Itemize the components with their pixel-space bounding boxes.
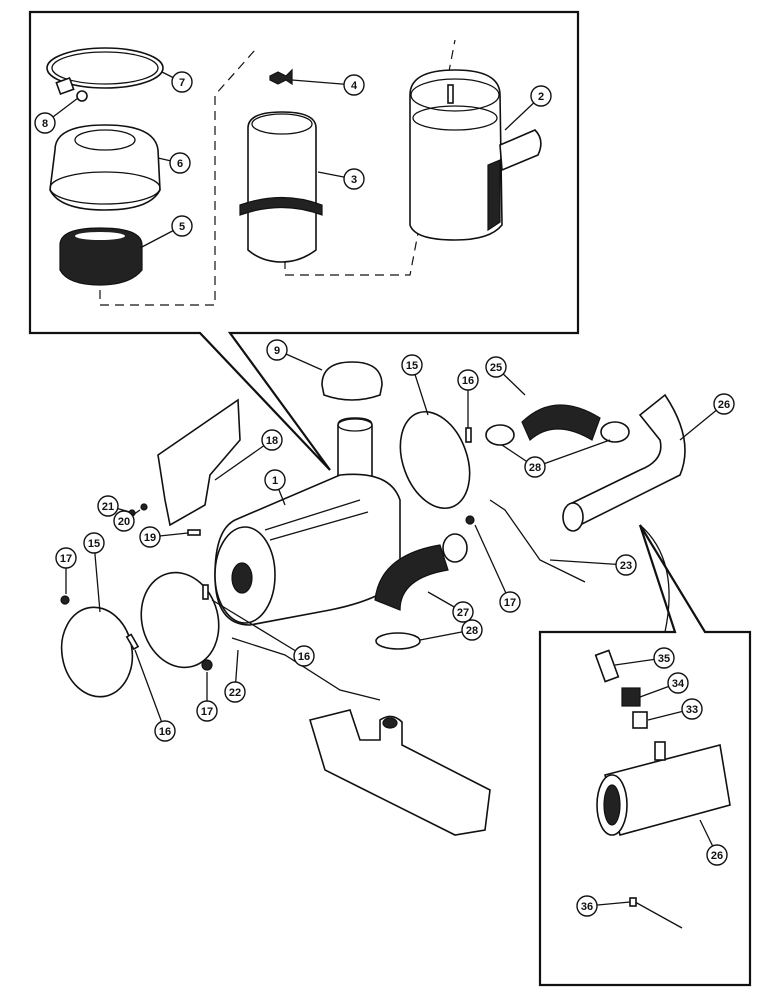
callout-label-16: 16 xyxy=(462,375,474,387)
callout-label-15: 15 xyxy=(406,360,418,372)
callout-label-17: 17 xyxy=(201,706,213,718)
callout-circle-34 xyxy=(667,672,689,694)
air-cleaner-icon xyxy=(214,417,401,626)
tube-icon xyxy=(562,393,686,532)
callout-circle-5 xyxy=(171,215,193,237)
callout-circle-16 xyxy=(154,720,176,742)
callout-circle-19 xyxy=(139,526,161,548)
callout-circle-16 xyxy=(457,369,479,391)
callout-label-23: 23 xyxy=(620,560,632,572)
callout-circle-21 xyxy=(97,495,119,517)
manifold-icon xyxy=(308,709,491,836)
callout-circle-22 xyxy=(224,681,246,703)
callout-circle-6 xyxy=(169,152,191,174)
callout-circle-15 xyxy=(401,354,423,376)
callout-circle-4 xyxy=(343,74,365,96)
callout-label-25: 25 xyxy=(490,362,502,374)
callout-circle-33 xyxy=(681,698,703,720)
callout-label-1: 1 xyxy=(272,475,278,487)
callout-label-22: 22 xyxy=(229,687,241,699)
callout-circle-17 xyxy=(55,547,77,569)
callout-label-4: 4 xyxy=(351,80,358,92)
band-icon xyxy=(60,410,471,698)
callout-label-8: 8 xyxy=(42,118,48,130)
callout-label-18: 18 xyxy=(266,435,278,447)
callout-label-28: 28 xyxy=(529,462,541,474)
cap-icon xyxy=(59,227,143,286)
callout-circle-27 xyxy=(452,601,474,623)
bottom-inset-box xyxy=(538,524,752,987)
callout-leader-15 xyxy=(93,542,101,613)
callout-leader-16 xyxy=(211,599,305,657)
callout-label-36: 36 xyxy=(581,901,593,913)
callout-circle-1 xyxy=(264,469,286,491)
callout-circle-7 xyxy=(171,71,193,93)
callout-circle-23 xyxy=(615,554,637,576)
callout-circle-26 xyxy=(713,393,735,415)
callout-label-35: 35 xyxy=(658,653,670,665)
callout-label-20: 20 xyxy=(118,516,130,528)
callout-circle-8 xyxy=(34,112,56,134)
callout-leader-17 xyxy=(474,524,511,603)
brace-icon xyxy=(231,499,586,701)
callout-circle-2 xyxy=(530,85,552,107)
callout-circle-17 xyxy=(499,591,521,613)
callout-label-17: 17 xyxy=(60,553,72,565)
callout-label-33: 33 xyxy=(686,704,698,716)
callout-circle-28 xyxy=(461,619,483,641)
callout-label-7: 7 xyxy=(179,77,185,89)
callout-circle-16 xyxy=(293,645,315,667)
callout-label-3: 3 xyxy=(351,174,357,186)
pin-icon xyxy=(629,897,683,929)
callout-label-6: 6 xyxy=(177,158,183,170)
dust-cup-icon xyxy=(49,124,161,211)
callout-label-15: 15 xyxy=(88,538,100,550)
hardware-icon xyxy=(60,427,475,671)
callout-circle-15 xyxy=(83,532,105,554)
callout-circle-17 xyxy=(196,700,218,722)
callout-label-26: 26 xyxy=(718,399,730,411)
wing-nut-icon xyxy=(269,68,293,86)
callout-circle-26 xyxy=(706,844,728,866)
callout-label-27: 27 xyxy=(457,607,469,619)
callout-label-34: 34 xyxy=(672,678,685,690)
callout-label-26: 26 xyxy=(711,850,723,862)
tube-icon xyxy=(596,741,731,836)
filter-icon xyxy=(239,111,323,263)
callout-label-19: 19 xyxy=(144,532,156,544)
callout-label-16: 16 xyxy=(298,651,310,663)
callout-circle-9 xyxy=(266,339,288,361)
callout-leader-23 xyxy=(549,559,627,566)
callout-layer: 1234567891515161616171717181920212223252… xyxy=(34,71,735,917)
callout-leader-16 xyxy=(134,649,166,732)
callout-leader-18 xyxy=(214,439,273,481)
callout-circle-20 xyxy=(113,510,135,532)
hose-icon xyxy=(374,404,630,650)
callout-leader-28 xyxy=(534,439,611,468)
fitting-icon xyxy=(594,649,648,729)
callout-circle-28 xyxy=(524,456,546,478)
callout-label-16: 16 xyxy=(159,726,171,738)
callout-label-2: 2 xyxy=(538,91,544,103)
callout-label-17: 17 xyxy=(504,597,516,609)
callout-label-21: 21 xyxy=(102,501,114,513)
callout-circle-3 xyxy=(343,168,365,190)
callout-label-28: 28 xyxy=(466,625,478,637)
callout-circle-36 xyxy=(576,895,598,917)
clamp-icon xyxy=(46,47,164,102)
callout-label-5: 5 xyxy=(179,221,185,233)
cup-icon xyxy=(409,69,542,241)
callout-label-9: 9 xyxy=(274,345,280,357)
rain-cap-icon xyxy=(321,361,383,401)
callout-circle-25 xyxy=(485,356,507,378)
callout-circle-18 xyxy=(261,429,283,451)
bracket-icon xyxy=(157,398,241,527)
callout-circle-35 xyxy=(653,647,675,669)
